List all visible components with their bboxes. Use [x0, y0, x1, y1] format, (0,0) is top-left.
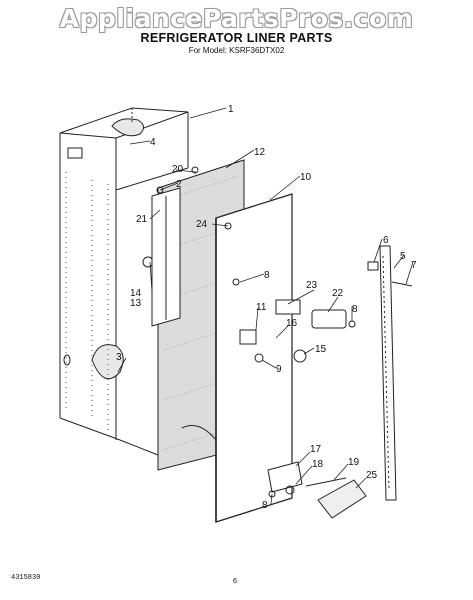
- callout-8a: 8: [264, 270, 270, 281]
- cabinet-liner-part: [59, 107, 189, 456]
- callout-15: 15: [315, 344, 327, 355]
- callout-22: 22: [332, 288, 344, 299]
- callout-1: 1: [228, 104, 234, 115]
- socket-housing: [275, 299, 301, 315]
- bracket-6: [367, 261, 379, 271]
- callout-18: 18: [312, 459, 324, 470]
- callout-7: 7: [411, 260, 417, 271]
- callout-4: 4: [150, 137, 156, 148]
- callout-11: 11: [256, 302, 267, 313]
- callout-23: 23: [306, 280, 318, 291]
- callout-17: 17: [310, 444, 322, 455]
- callout-2: 2: [176, 179, 182, 190]
- callout-9: 9: [276, 364, 282, 375]
- page-number: 6: [233, 578, 237, 585]
- hinge-bracket: [267, 461, 303, 493]
- callout-20: 20: [172, 164, 184, 175]
- callout-13: 13: [130, 298, 142, 309]
- callout-3: 3: [116, 352, 122, 363]
- callout-5: 5: [400, 251, 406, 262]
- callout-25: 25: [366, 470, 378, 481]
- callout-6: 6: [383, 235, 389, 246]
- document-number: 4315830: [11, 574, 41, 582]
- watermark-logo: AppliancePartsPros.com: [59, 4, 414, 33]
- callout-21: 21: [136, 214, 148, 225]
- callout-10: 10: [300, 172, 312, 183]
- callout-8c: 8: [262, 500, 268, 511]
- trim-strip: [379, 245, 397, 501]
- callout-16: 16: [286, 318, 298, 329]
- model-subtitle: For Model: KSRF36DTX02: [188, 46, 285, 55]
- page-title: REFRIGERATOR LINER PARTS: [140, 31, 333, 45]
- light-socket: [311, 309, 347, 329]
- drip-tray: [317, 479, 367, 519]
- callout-8b: 8: [352, 304, 358, 315]
- callout-labels: 1 2 3 4 5 6 7 8 8 8 9 10 11 12 13 14 15 …: [116, 104, 417, 511]
- callout-12: 12: [254, 147, 266, 158]
- callout-19: 19: [348, 457, 360, 468]
- callout-14: 14: [130, 288, 142, 299]
- callout-24: 24: [196, 219, 208, 230]
